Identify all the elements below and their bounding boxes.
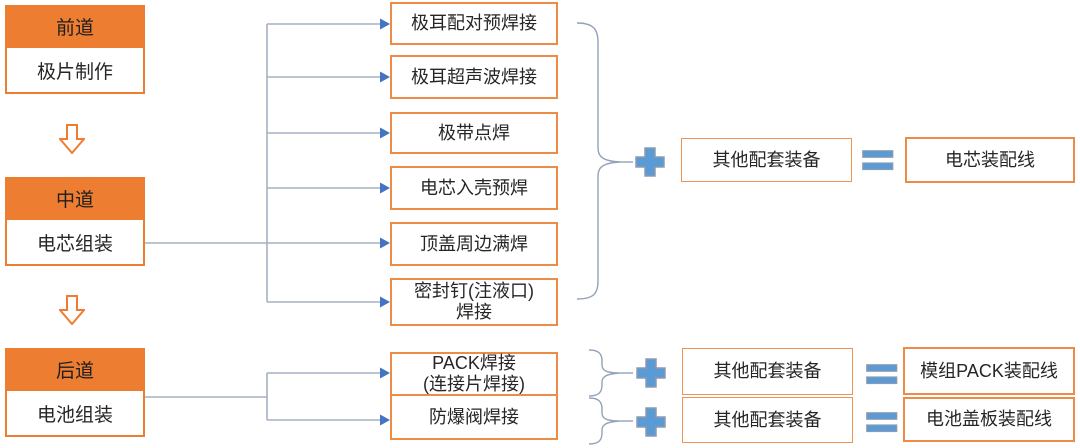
curly-brace-valve <box>588 397 633 445</box>
pack-branch-connectors <box>145 372 380 421</box>
equipment-node: 其他配套装备 <box>682 397 853 443</box>
down-arrow-icon <box>59 295 85 325</box>
cell-branch-arrowheads <box>380 18 390 308</box>
process-node-pack-weld: PACK焊接 (连接片焊接) <box>390 352 558 396</box>
process-node-cell-into-can: 电芯入壳预焊 <box>390 166 558 210</box>
stage-front-header: 前道 <box>5 5 145 48</box>
process-node-seal-pin-weld: 密封钉(注液口) 焊接 <box>390 278 558 326</box>
stage-back-body: 电池组装 <box>5 391 145 437</box>
cell-branch-connectors <box>145 23 380 303</box>
process-node-tab-pairing: 极耳配对预焊接 <box>390 2 558 45</box>
stage-middle-header: 中道 <box>5 177 145 220</box>
stage-front-body: 极片制作 <box>5 48 145 94</box>
result-node-cover-plate-line: 电池盖板装配线 <box>903 397 1075 442</box>
stage-middle-body: 电芯组装 <box>5 220 145 266</box>
pack-branch-arrowheads <box>380 367 390 426</box>
plus-icon <box>636 407 666 437</box>
curly-brace-cell <box>576 22 633 300</box>
process-node-top-cover-weld: 顶盖周边满焊 <box>390 222 558 266</box>
equals-icon <box>862 150 894 171</box>
equipment-node: 其他配套装备 <box>682 348 853 395</box>
equals-icon <box>866 412 898 433</box>
stage-back-header: 后道 <box>5 348 145 391</box>
equipment-node: 其他配套装备 <box>681 138 852 182</box>
process-node-tab-ultrasonic: 极耳超声波焊接 <box>390 55 558 99</box>
process-node-strip-spot-weld: 极带点焊 <box>390 112 558 154</box>
equals-icon <box>866 364 898 385</box>
process-node-vent-valve-weld: 防爆阀焊接 <box>390 394 558 440</box>
plus-icon <box>636 358 666 388</box>
down-arrow-icon <box>59 124 85 154</box>
curly-brace-pack <box>588 349 633 397</box>
result-node-module-pack-line: 模组PACK装配线 <box>903 347 1075 395</box>
plus-icon <box>635 147 665 177</box>
result-node-cell-assembly-line: 电芯装配线 <box>905 137 1075 183</box>
